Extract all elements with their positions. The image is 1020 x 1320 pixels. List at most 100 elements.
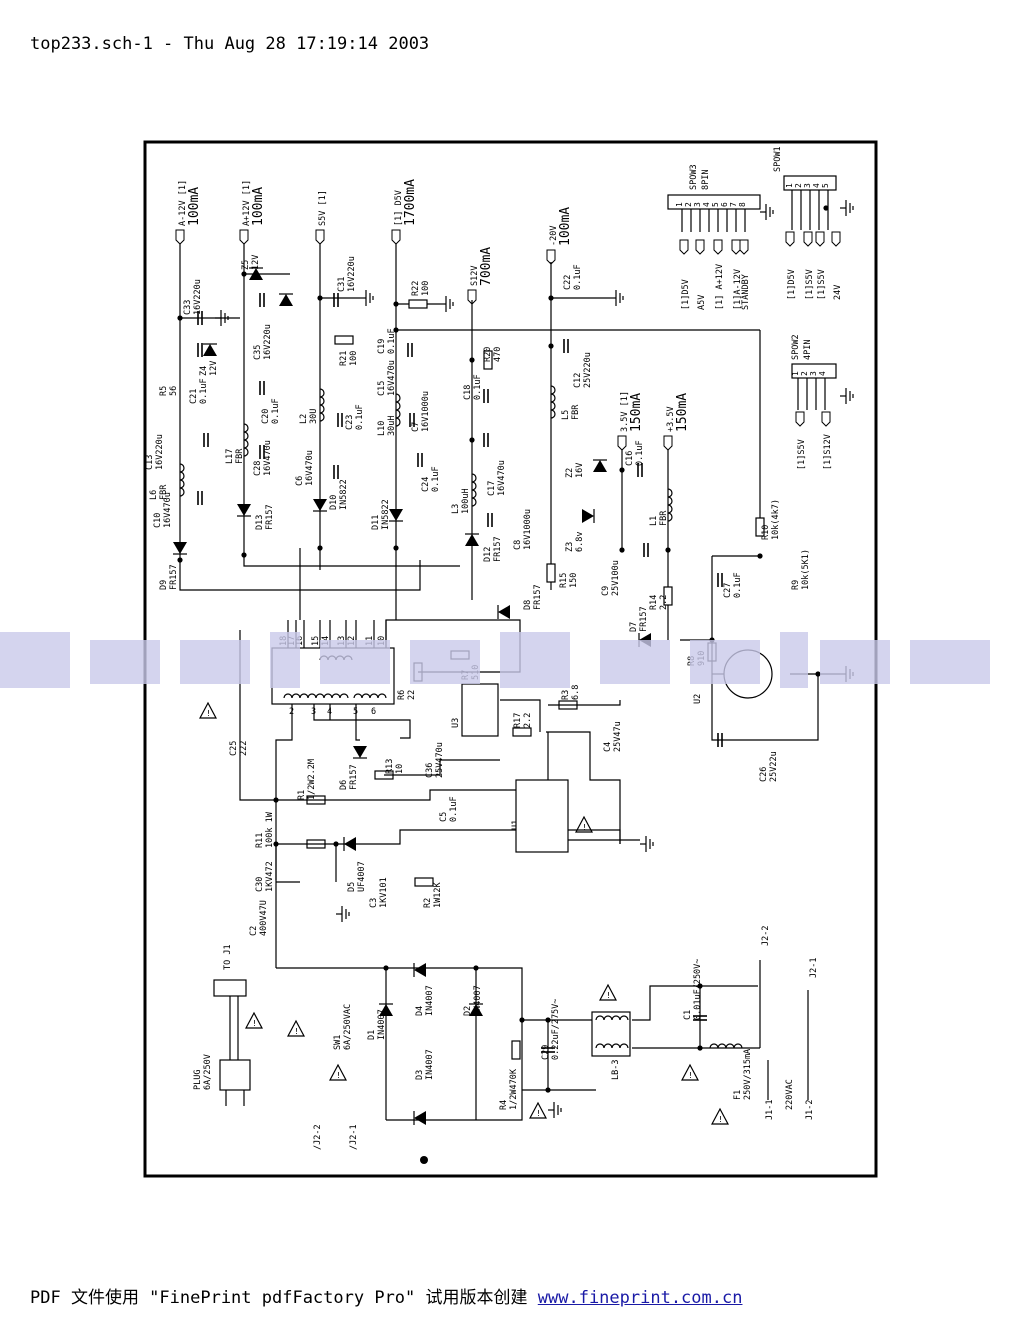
component-ref: R13 <box>385 759 395 774</box>
connector-label: [1]A-12V <box>733 269 743 310</box>
component-ref: C12 <box>573 373 583 388</box>
net-flag-icon <box>315 229 325 245</box>
footer-link[interactable]: www.fineprint.com.cn <box>537 1288 743 1308</box>
rail-name: -20V <box>549 226 559 246</box>
rail-current: 100mA <box>187 187 202 226</box>
component-value: 6.8 <box>571 685 581 700</box>
inductor-symbol <box>243 439 249 449</box>
connector-label: [1] A+12V <box>715 264 725 310</box>
component-value: 470 <box>493 347 503 362</box>
component-ref: R20 <box>483 347 493 362</box>
diode-symbol <box>582 509 594 523</box>
component-value: 1W12K <box>433 882 443 908</box>
component-ref: Z3 <box>565 542 575 552</box>
junction-dot <box>815 671 821 677</box>
component-ref: C21 <box>189 389 199 404</box>
component-value: 0.22uF/275V~ <box>551 999 561 1060</box>
connector-pin: 4 <box>818 371 827 376</box>
component-ref: R2 <box>423 898 433 908</box>
junction-dot <box>619 547 625 553</box>
rail-name: 3.5V [1] <box>620 391 630 432</box>
resistor-symbol <box>511 1040 521 1060</box>
junction-dot <box>469 437 475 443</box>
component-value: IN5822 <box>381 499 391 530</box>
component-value: 100 <box>349 351 359 366</box>
resistor-symbol <box>755 517 765 537</box>
component-ref: C25 <box>229 741 239 756</box>
component-value: 56 <box>169 386 179 396</box>
component-ref: L17 <box>225 449 235 464</box>
component-ref: Z4 <box>199 366 209 376</box>
diode-symbol <box>279 294 293 306</box>
component-value: 12V <box>209 361 219 376</box>
component-ref: LB-3 <box>611 1060 621 1080</box>
connector-pins: 4PIN <box>803 340 813 360</box>
diode-symbol <box>639 633 651 647</box>
junction-dot <box>548 343 554 349</box>
junction-dot <box>273 797 279 803</box>
wire <box>384 759 500 776</box>
component-ref: R11 <box>255 833 265 848</box>
junction-dot <box>393 301 399 307</box>
wire <box>313 704 411 739</box>
junction-dot <box>241 271 247 277</box>
wire <box>276 967 523 1121</box>
component-ref: R8 <box>687 656 697 666</box>
component-ref: C18 <box>463 385 473 400</box>
junction-dot <box>548 295 554 301</box>
component-ref: C23 <box>345 415 355 430</box>
diode-symbol <box>173 542 187 554</box>
net-flag-icon <box>239 229 249 245</box>
resistor-symbol <box>408 299 428 309</box>
net-flag-icon <box>175 229 185 245</box>
wire <box>275 704 293 968</box>
component-ref: D3 <box>415 1070 425 1080</box>
component-value: 250V/315mA <box>743 1049 753 1100</box>
component-value: 16V220u <box>347 256 357 292</box>
rail-name: S12V <box>470 266 480 286</box>
component-value: 16V1000u <box>421 391 431 432</box>
component-ref: D1 <box>367 1030 377 1040</box>
net-flag-icon <box>815 231 825 247</box>
component-ref: R15 <box>559 573 569 588</box>
wire <box>385 619 521 673</box>
diode-symbol <box>593 460 607 472</box>
component-ref: C26 <box>759 767 769 782</box>
component-ref: C31 <box>337 277 347 292</box>
ac-label: /J2-1 <box>349 1124 359 1150</box>
ac-label: J1-1 <box>765 1100 775 1120</box>
label: ! <box>536 1109 541 1118</box>
component-ref: C30 <box>255 877 265 892</box>
net-flag-icon <box>679 239 689 255</box>
component-ref: C24 <box>421 477 431 492</box>
component-ref: C2 <box>249 926 259 936</box>
wire <box>239 630 520 801</box>
component-value: 100k 1W <box>265 811 275 848</box>
label: ! <box>206 709 211 718</box>
component-value: 25V220u <box>583 352 593 388</box>
junction-dot <box>519 1017 525 1023</box>
connector-label: [1]S5V <box>817 269 827 300</box>
component-value: 16V470u <box>163 492 173 528</box>
component-ref: L1 <box>649 516 659 526</box>
component-value: 12V <box>251 255 261 270</box>
component-value: 16V220u <box>155 434 165 470</box>
connector-pin: 6 <box>720 202 729 207</box>
component-value: 0.1uF <box>473 374 483 400</box>
inductor-symbol <box>550 409 556 419</box>
component-value: 16V470u <box>497 460 507 496</box>
page-footer: PDF 文件使用 "FinePrint pdfFactory Pro" 试用版本… <box>30 1283 742 1308</box>
net-flag-icon <box>663 435 673 451</box>
net-flag-icon <box>739 239 749 255</box>
transformer-pin: 6 <box>371 707 376 717</box>
component-value: 150 <box>569 573 579 588</box>
warning-triangle-icon <box>245 1011 263 1029</box>
connector-pin: 1 <box>675 202 684 207</box>
inductor-symbol <box>319 412 325 422</box>
warning-triangle-icon <box>329 1063 347 1081</box>
component-ref: L3 <box>451 504 461 514</box>
component-ref: F1 <box>733 1090 743 1100</box>
junction-dot <box>709 637 715 643</box>
inductor-symbol <box>179 479 185 489</box>
inductor-symbol <box>395 417 401 427</box>
